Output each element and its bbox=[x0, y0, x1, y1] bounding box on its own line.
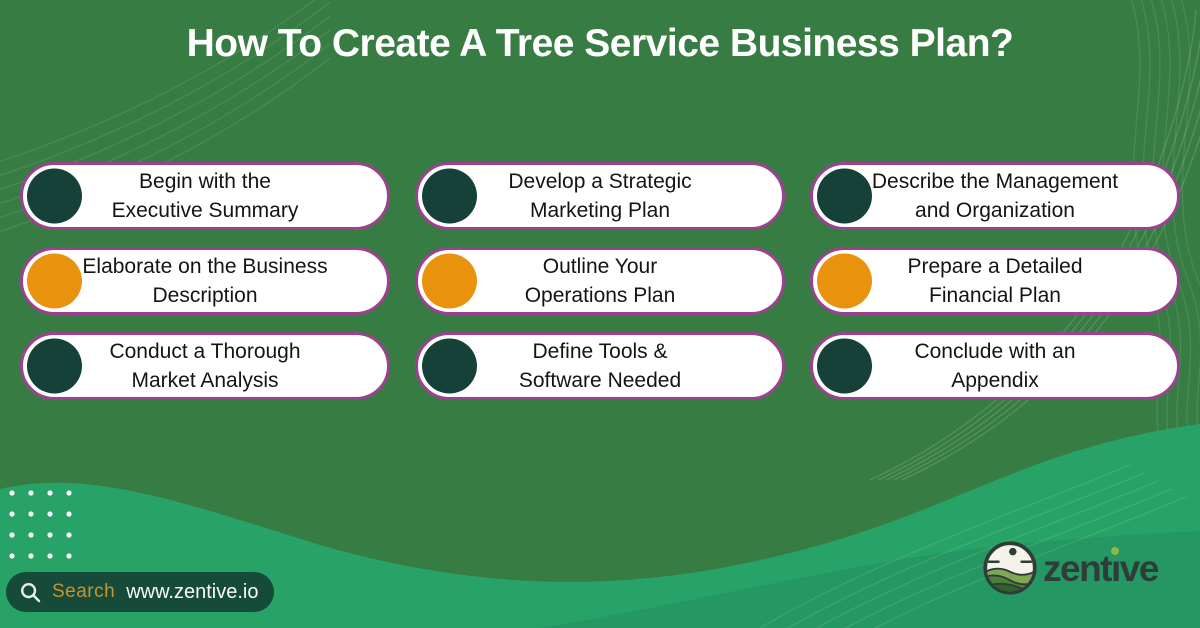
step-card: Describe the Management and Organization bbox=[810, 162, 1180, 230]
search-url: www.zentive.io bbox=[126, 580, 259, 603]
step-label: Outline Your Operations Plan bbox=[524, 255, 676, 307]
step-bullet bbox=[422, 168, 477, 224]
step-bullet bbox=[27, 168, 82, 224]
step-card: Develop a Strategic Marketing Plan bbox=[415, 162, 785, 230]
step-bullet bbox=[27, 253, 82, 309]
step-label: Describe the Management and Organization bbox=[871, 170, 1119, 222]
step-bullet bbox=[422, 338, 477, 394]
bottom-wave bbox=[0, 424, 1200, 628]
step-card: Define Tools & Software Needed bbox=[415, 332, 785, 400]
step-label: Prepare a Detailed Financial Plan bbox=[907, 255, 1083, 307]
steps-grid: Begin with the Executive Summary Develop… bbox=[20, 162, 1180, 400]
search-icon bbox=[21, 582, 41, 602]
step-card: Conclude with an Appendix bbox=[810, 332, 1180, 400]
step-label: Conclude with an Appendix bbox=[914, 340, 1076, 392]
step-label: Develop a Strategic Marketing Plan bbox=[508, 170, 692, 222]
page-title: How To Create A Tree Service Business Pl… bbox=[186, 22, 1014, 65]
step-card: Outline Your Operations Plan bbox=[415, 247, 785, 315]
dots-pattern bbox=[9, 490, 72, 559]
step-bullet bbox=[817, 168, 872, 224]
logo-icon bbox=[983, 541, 1037, 595]
step-card: Prepare a Detailed Financial Plan bbox=[810, 247, 1180, 315]
step-label: Elaborate on the Business Description bbox=[82, 255, 328, 307]
step-bullet bbox=[817, 338, 872, 394]
bottom-wave-overlay bbox=[540, 531, 1200, 628]
step-label: Conduct a Thorough Market Analysis bbox=[109, 340, 301, 392]
search-label: Search bbox=[52, 581, 116, 602]
step-bullet bbox=[817, 253, 872, 309]
step-card: Begin with the Executive Summary bbox=[20, 162, 390, 230]
step-label: Begin with the Executive Summary bbox=[111, 170, 299, 222]
step-card: Elaborate on the Business Description bbox=[20, 247, 390, 315]
search-bar[interactable]: Search www.zentive.io bbox=[6, 572, 274, 612]
step-bullet bbox=[422, 253, 477, 309]
step-label: Define Tools & Software Needed bbox=[518, 340, 682, 392]
step-card: Conduct a Thorough Market Analysis bbox=[20, 332, 390, 400]
step-bullet bbox=[27, 338, 82, 394]
